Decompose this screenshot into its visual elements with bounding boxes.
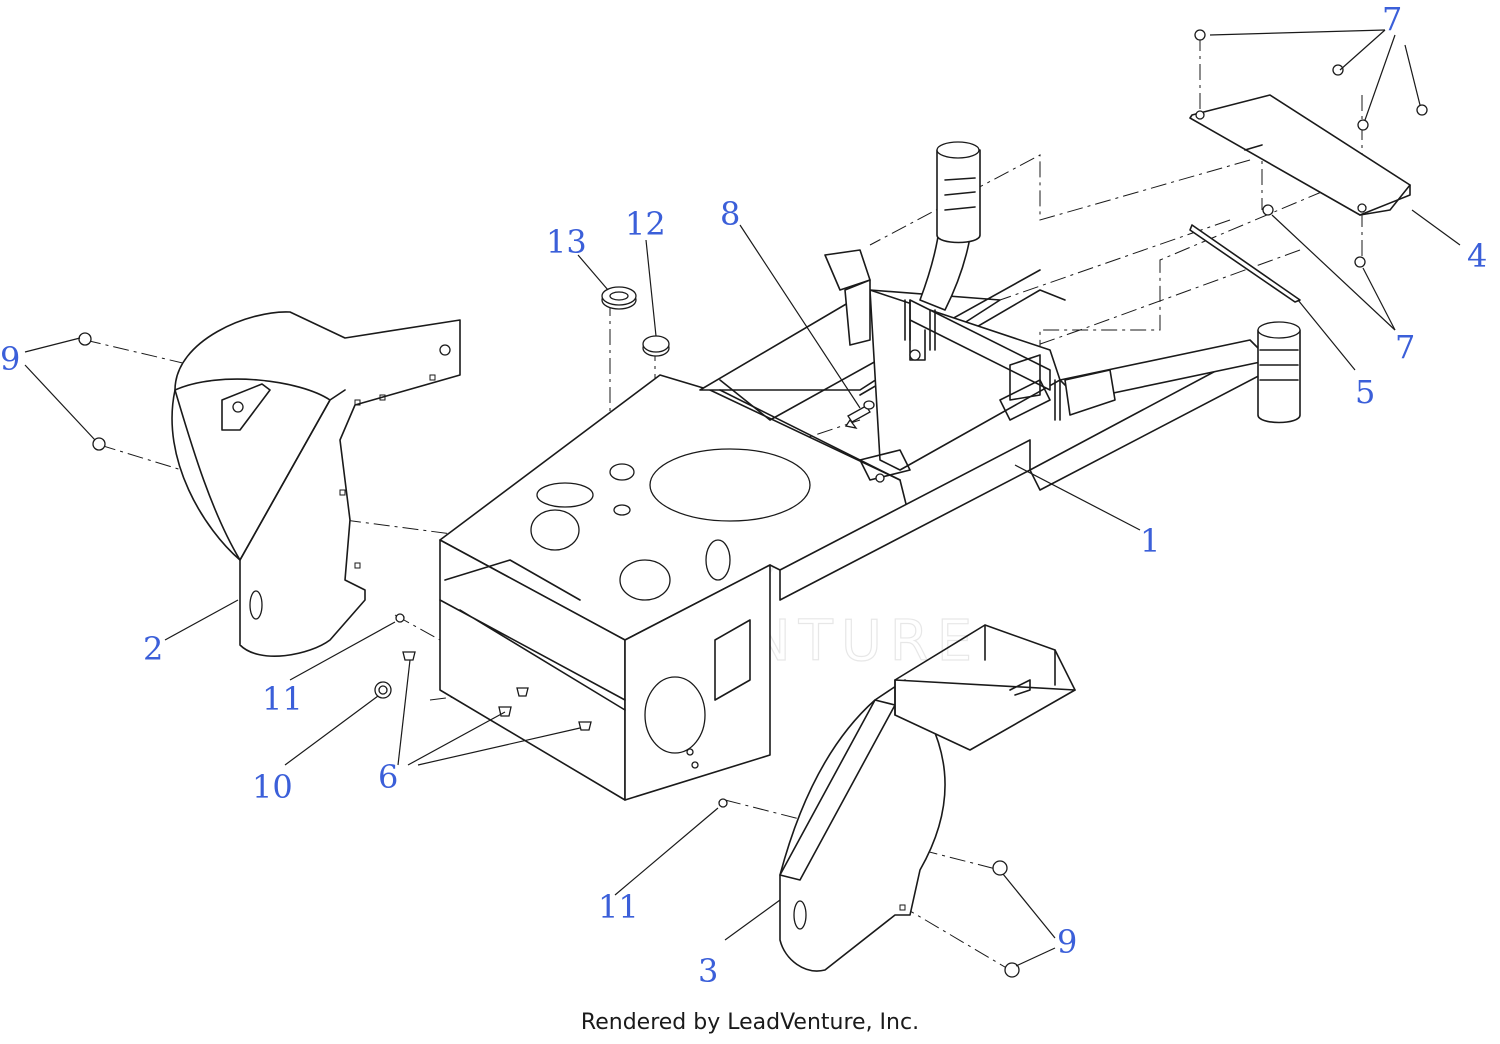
callout-7-top[interactable]: 7 [1382,0,1402,38]
callout-11-bottom[interactable]: 11 [598,888,639,926]
footer-credit: Rendered by LeadVenture, Inc. [580,1010,920,1035]
callout-8[interactable]: 8 [720,195,740,233]
top-cover [1189,94,1411,216]
screw-7b [1332,64,1344,76]
bolt-6d [516,687,529,697]
left-fender [171,311,461,657]
washer-11b [718,798,728,808]
callout-9-right[interactable]: 9 [1057,923,1077,961]
callout-13[interactable]: 13 [546,223,587,261]
callouts: 1 2 3 4 5 6 7 7 8 9 9 10 11 11 12 13 [0,0,1487,990]
callout-10[interactable]: 10 [252,768,293,806]
nut-9a [78,332,92,346]
screw-7d [1357,119,1369,131]
nut-9c [992,860,1008,876]
screw-7a [1194,29,1206,41]
callout-4[interactable]: 4 [1467,237,1487,275]
washer-11a [395,613,405,623]
cover-plate [1189,224,1301,303]
callout-3[interactable]: 3 [698,952,718,990]
screw-7c [1416,104,1428,116]
nut-9d [1004,962,1020,978]
callout-2[interactable]: 2 [143,630,163,668]
nut-9b [92,437,106,451]
callout-11-left[interactable]: 11 [262,680,303,718]
bolt-6a [402,651,416,661]
screw-7f [1354,256,1366,268]
callout-6[interactable]: 6 [378,758,398,796]
callout-7-bottom[interactable]: 7 [1395,328,1415,366]
bolt-6c [578,721,592,731]
callout-5[interactable]: 5 [1355,373,1375,411]
grommet-12 [642,335,670,357]
right-fender [779,624,1076,972]
screw-7e [1262,204,1274,216]
leader-lines [24,29,1461,967]
main-frame [439,141,1301,801]
grommet-13 [601,286,637,310]
callout-12[interactable]: 12 [625,205,666,243]
hardware [78,29,1428,978]
callout-1[interactable]: 1 [1140,522,1160,560]
fitting-8 [844,400,875,429]
callout-9-left[interactable]: 9 [0,340,20,378]
